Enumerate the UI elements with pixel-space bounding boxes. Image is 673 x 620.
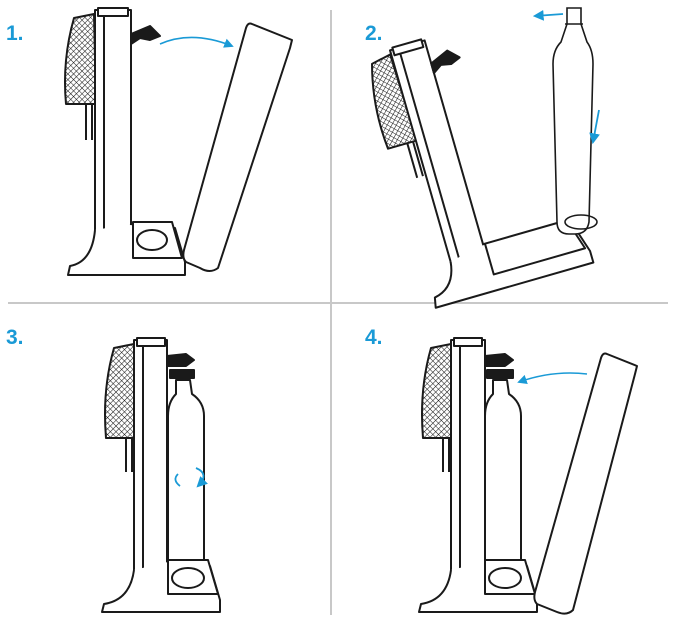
vertical-divider [330, 10, 332, 615]
step-panel-2: 2. [331, 0, 673, 309]
step-number-2: 2. [365, 22, 383, 45]
arrow-down-icon [589, 109, 600, 145]
step-panel-3: 3. [0, 304, 330, 620]
horizontal-divider [8, 302, 668, 304]
soda-maker-icon [371, 7, 600, 309]
soda-maker-icon [64, 7, 293, 276]
curved-arrow-icon [517, 372, 588, 384]
soda-maker-icon [418, 337, 638, 615]
soda-maker-icon [101, 337, 221, 613]
step-number-1: 1. [6, 22, 24, 45]
bottle-icon [484, 379, 522, 581]
step-panel-1: 1. [0, 0, 330, 300]
step-number-4: 4. [365, 326, 383, 349]
step-panel-4: 4. [331, 304, 673, 620]
curved-arrow-icon [159, 36, 234, 48]
bottle-icon [552, 7, 594, 235]
step-number-3: 3. [6, 326, 24, 349]
rotate-arrow-icon [174, 467, 203, 486]
bottle-icon [167, 379, 205, 581]
arrow-left-icon [532, 9, 564, 21]
